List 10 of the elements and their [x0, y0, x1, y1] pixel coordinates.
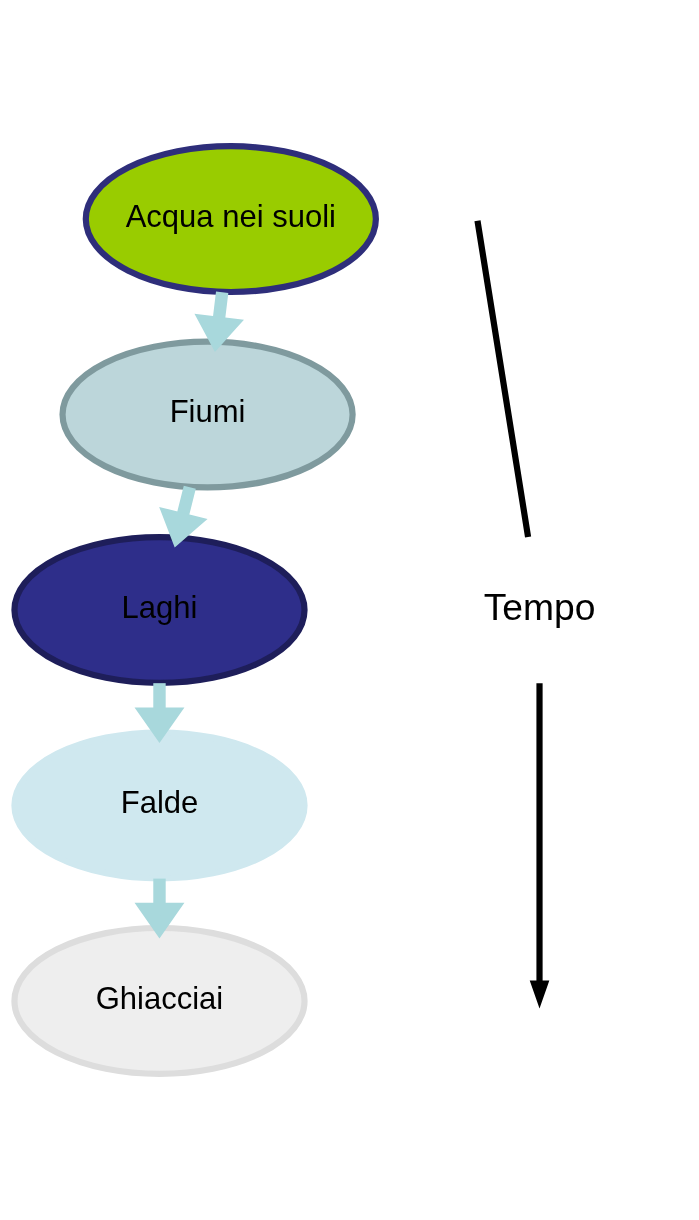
node-ellipse: Fiumi	[59, 338, 356, 491]
arrow	[194, 291, 244, 353]
node-ellipse: Ghiacciai	[11, 924, 308, 1077]
arrow	[159, 485, 208, 548]
label: Tempo	[483, 585, 596, 628]
arrow	[134, 878, 185, 939]
node-ellipse: Acqua nei suoli	[82, 143, 379, 296]
node-ellipse: Falde	[11, 729, 308, 882]
node-ellipse: Laghi	[11, 534, 308, 686]
arrow	[134, 683, 185, 744]
